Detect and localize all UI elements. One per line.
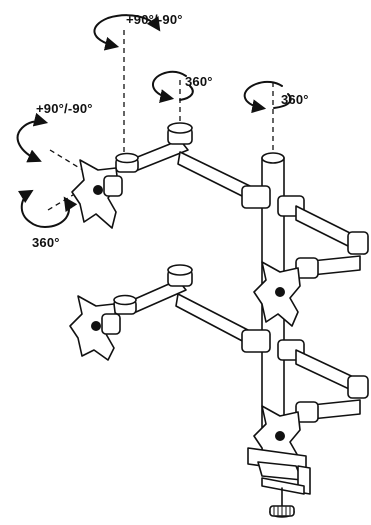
lower-left-arm: [113, 264, 305, 361]
vesa-plate-upper-right: [253, 261, 301, 327]
tilt-knob: [103, 175, 123, 197]
arm-segment: [175, 293, 249, 345]
swivel-top-label: 360°: [185, 74, 213, 89]
upper-right-arm: [295, 205, 369, 279]
swivel-arrow-tail-icon: [179, 85, 194, 101]
tilt-left-label: +90°/-90°: [36, 101, 93, 116]
clamp-bottom-plate: [261, 477, 305, 495]
rotate-left-label: 360°: [32, 235, 60, 250]
vesa-hub: [275, 287, 285, 297]
arm-joint-cap: [167, 122, 193, 134]
rotate-left-arrow-icon: [17, 189, 78, 228]
arm-joint-cap: [113, 294, 137, 306]
pole-cap: [261, 152, 285, 164]
swivel-arrow-icon: [152, 70, 187, 103]
desk-clamp: [247, 447, 311, 518]
arm-joint: [347, 231, 369, 255]
pole-clamp: [241, 329, 271, 353]
pole-arrow-tail-icon: [273, 93, 292, 109]
vesa-hub: [93, 185, 103, 195]
vesa-hub: [275, 431, 285, 441]
arm-joint: [347, 375, 369, 399]
swivel-top-indicator: 360°: [152, 70, 213, 128]
tilt-top-label: +90°/-90°: [126, 12, 183, 27]
swivel-pole-label: 360°: [281, 92, 309, 107]
vesa-plate-upper-left: [71, 159, 123, 229]
tilt-arrow-icon: [93, 14, 161, 51]
tilt-left-arrow-icon: [16, 112, 49, 163]
arm-joint-cap: [167, 264, 193, 276]
swivel-pole-indicator: 360°: [243, 80, 309, 152]
vesa-hub: [91, 321, 101, 331]
pole-arrow-icon: [243, 80, 283, 114]
lower-right-arm: [295, 349, 369, 423]
vesa-plate-lower-left: [69, 295, 121, 361]
pole-clamp: [241, 185, 271, 209]
arm-joint-cap: [115, 152, 139, 164]
arm-segment: [177, 151, 251, 201]
clamp-knob-ridges: [273, 506, 291, 516]
tilt-top-indicator: +90°/-90°: [93, 12, 183, 160]
tilt-left-indicator: +90°/-90°: [16, 101, 97, 179]
tilt-knob: [101, 313, 121, 335]
